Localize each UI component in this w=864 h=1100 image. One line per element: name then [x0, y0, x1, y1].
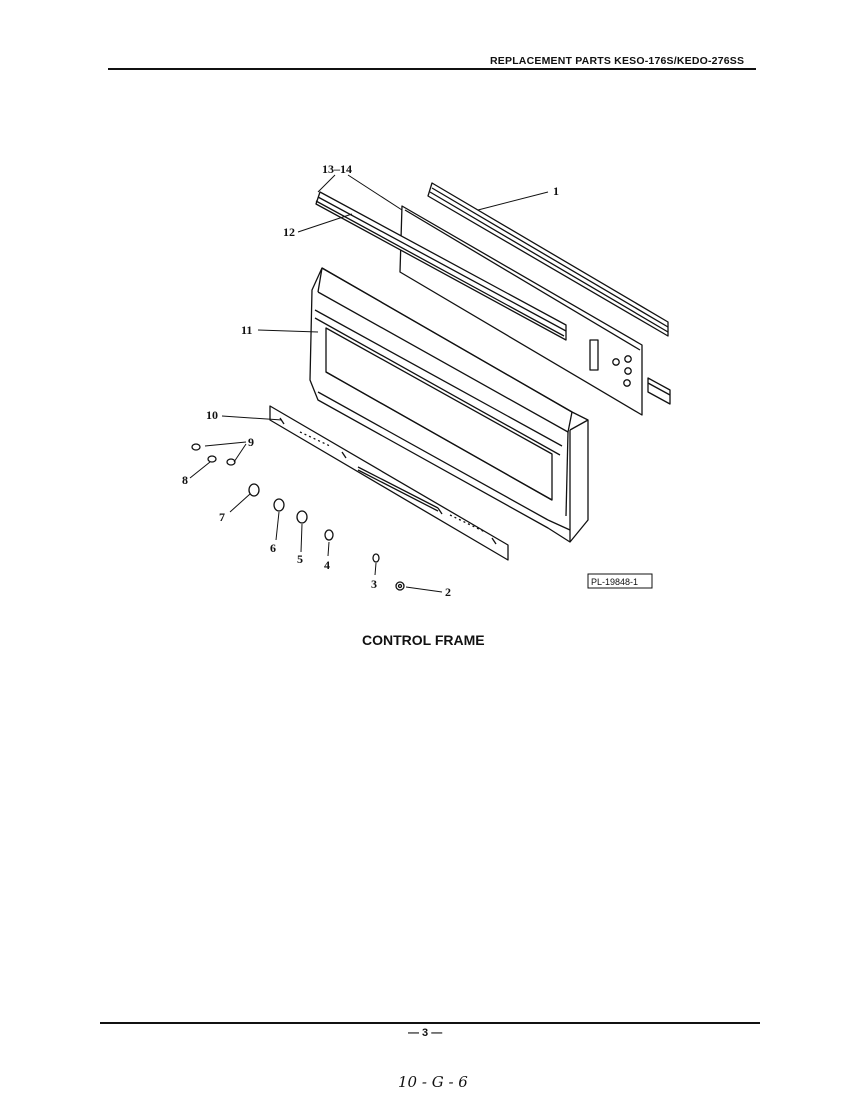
- handwritten-note: 10 - G - 6: [398, 1073, 468, 1091]
- callout-4: 4: [324, 558, 330, 572]
- part-11-control-frame: [309, 267, 589, 543]
- page-number: — 3 —: [408, 1027, 443, 1039]
- callout-9: 9: [248, 435, 254, 449]
- small-parts: [191, 443, 405, 591]
- callout-10: 10: [206, 408, 218, 422]
- callout-2: 2: [445, 585, 451, 599]
- part-12-upper-rail: [315, 191, 567, 341]
- reference-code: PL-19848-1: [591, 577, 638, 587]
- callout-7: 7: [219, 510, 225, 524]
- header-title: REPLACEMENT PARTS KESO-176S/KEDO-276SS: [490, 55, 745, 67]
- callout-12: 12: [283, 225, 295, 239]
- callout-1: 1: [553, 184, 559, 198]
- callout-8: 8: [182, 473, 188, 487]
- part-10-lower-trim: [269, 405, 509, 561]
- footer-rule: [100, 1022, 760, 1024]
- reference-code-box: PL-19848-1: [587, 573, 653, 589]
- part-1-trim-strip: [427, 182, 671, 405]
- callout-labels: 1 2 3 4 5 6 7 8 9 10 11 12 13–14: [182, 162, 559, 599]
- header-rule: [108, 68, 756, 70]
- callout-13-14: 13–14: [322, 162, 352, 176]
- diagram-caption: CONTROL FRAME: [362, 632, 485, 648]
- callout-11: 11: [241, 323, 252, 337]
- control-frame-diagram: 1 2 3 4 5 6 7 8 9 10 11 12 13–14 PL-1984…: [182, 162, 671, 599]
- callout-5: 5: [297, 552, 303, 566]
- callout-3: 3: [371, 577, 377, 591]
- leader-lines: [189, 174, 549, 593]
- callout-6: 6: [270, 541, 276, 555]
